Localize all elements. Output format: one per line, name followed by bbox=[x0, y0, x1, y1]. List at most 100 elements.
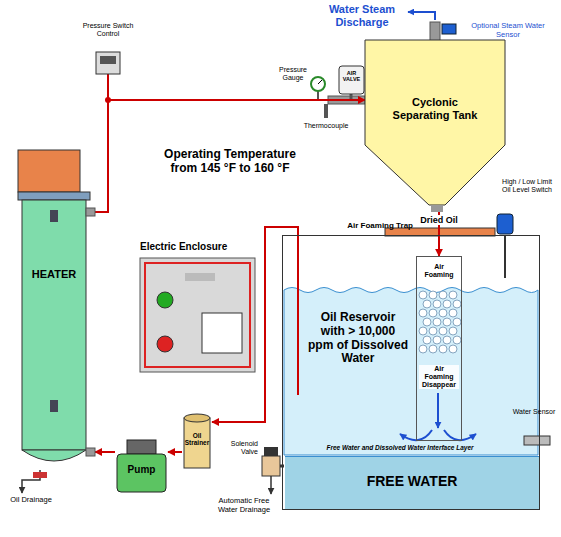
enclosure-body bbox=[140, 258, 255, 372]
pressure-gauge bbox=[318, 80, 322, 84]
node-shape bbox=[18, 150, 95, 470]
air-bubbles bbox=[439, 327, 447, 335]
air-bubbles bbox=[419, 309, 427, 317]
pressure-gauge bbox=[311, 77, 325, 91]
air-bubbles bbox=[453, 300, 461, 308]
heater-dome bbox=[22, 450, 86, 461]
air-bubbles bbox=[433, 336, 441, 344]
annotation-label: Operating Temperature from 145 °F to 160… bbox=[150, 148, 310, 176]
green-lamp bbox=[157, 292, 173, 308]
annotation-label: Water Sensor bbox=[512, 408, 556, 416]
heater-flange bbox=[18, 192, 90, 200]
air-valve bbox=[339, 66, 364, 94]
air-bubbles bbox=[433, 300, 441, 308]
heater-vessel: HEATER bbox=[18, 150, 95, 470]
node-shape bbox=[115, 440, 168, 492]
flow-arrows bbox=[437, 393, 439, 428]
solenoid-valve bbox=[262, 456, 280, 476]
node-shape bbox=[365, 40, 505, 212]
oil-pipe bbox=[95, 100, 365, 212]
air-bubbles bbox=[453, 318, 461, 326]
water-sensor bbox=[524, 436, 550, 445]
enclosure-border bbox=[145, 263, 250, 367]
air-bubbles bbox=[419, 327, 427, 335]
pressure-switch bbox=[100, 56, 116, 64]
air-bubbles bbox=[439, 345, 447, 353]
level-switch bbox=[504, 236, 506, 278]
solenoid-valve bbox=[270, 476, 272, 494]
pressure-gauge bbox=[311, 77, 325, 100]
solenoid-valve bbox=[264, 447, 278, 456]
oil-pipe bbox=[212, 227, 298, 422]
inlet-pipe bbox=[297, 236, 299, 395]
flow-arrows bbox=[400, 430, 432, 440]
node-title: Electric Enclosure bbox=[140, 241, 255, 253]
air-bubbles bbox=[419, 345, 427, 353]
annotation-label: Automatic Free Water Drainage bbox=[210, 497, 278, 514]
steam-outlet bbox=[408, 12, 456, 41]
heater-nozzle bbox=[86, 208, 95, 216]
air-bubbles bbox=[423, 318, 431, 326]
solenoid-valve bbox=[280, 465, 284, 468]
air-bubbles bbox=[453, 336, 461, 344]
air-bubbles bbox=[443, 318, 451, 326]
oil-reservoir: Oil Reservoir with > 10,000 ppm of Disso… bbox=[282, 235, 540, 510]
air-bubbles bbox=[423, 336, 431, 344]
thermocouple bbox=[324, 104, 328, 118]
annotation-label: Pressure Gauge bbox=[274, 66, 312, 82]
flow-arrows bbox=[444, 430, 476, 440]
heater-nozzle bbox=[86, 448, 95, 456]
node-title: Cyclonic Separating Tank bbox=[383, 96, 487, 121]
air-bubbles bbox=[429, 291, 437, 299]
air-bubbles bbox=[443, 336, 451, 344]
air-bubbles bbox=[439, 309, 447, 317]
node-title: Air Foaming Trap bbox=[313, 221, 413, 230]
reservoir-water bbox=[284, 288, 538, 456]
oil-pipe bbox=[438, 212, 440, 256]
air-bubbles bbox=[419, 291, 427, 299]
annotation-label: High / Low Limit Oil Level Switch bbox=[497, 178, 557, 194]
heater-tag bbox=[50, 400, 58, 412]
steam-outlet bbox=[408, 12, 435, 20]
pump: Pump bbox=[115, 440, 168, 492]
strainer-body bbox=[184, 418, 210, 468]
air-bubbles bbox=[423, 300, 431, 308]
air-bubbles bbox=[443, 300, 451, 308]
oil-pipe bbox=[95, 451, 115, 453]
pipe-label: Dried Oil bbox=[418, 215, 460, 225]
air-bubbles bbox=[433, 318, 441, 326]
pump-body bbox=[117, 454, 166, 492]
level-switch bbox=[497, 214, 513, 234]
heater-body bbox=[22, 200, 86, 450]
pressure-switch bbox=[107, 74, 109, 100]
air-bubbles bbox=[429, 345, 437, 353]
flow-arrows bbox=[400, 393, 476, 440]
air-bubbles bbox=[439, 291, 447, 299]
steam-outlet bbox=[430, 22, 440, 41]
annotation-label: Pressure Switch Control bbox=[78, 22, 138, 38]
node-text: Air Foaming Disappear bbox=[419, 365, 459, 389]
annotation-label: Water Steam Discharge bbox=[320, 3, 404, 28]
heater-cap bbox=[18, 150, 80, 192]
thermocouple bbox=[324, 104, 328, 118]
air-bubbles bbox=[429, 327, 437, 335]
node-title: Oil Reservoir with > 10,000 ppm of Disso… bbox=[307, 311, 409, 366]
inlet-pipe bbox=[298, 236, 299, 395]
level-switch bbox=[497, 214, 513, 278]
red-lamp bbox=[157, 336, 173, 352]
tank-body bbox=[365, 40, 505, 205]
solenoid-valve bbox=[262, 447, 284, 494]
oil-strainer: Oil Strainer bbox=[182, 412, 212, 470]
annotation-label: Optional Steam Water Sensor bbox=[460, 22, 556, 39]
node-shape bbox=[140, 258, 255, 372]
air-bubbles bbox=[419, 291, 461, 353]
annotation-label: Oil Drainage bbox=[6, 496, 56, 505]
strainer-top bbox=[184, 414, 210, 422]
panel-plate bbox=[185, 273, 215, 281]
node-shape bbox=[182, 412, 212, 470]
node-title: Pump bbox=[117, 464, 166, 476]
air-bubbles bbox=[449, 327, 457, 335]
